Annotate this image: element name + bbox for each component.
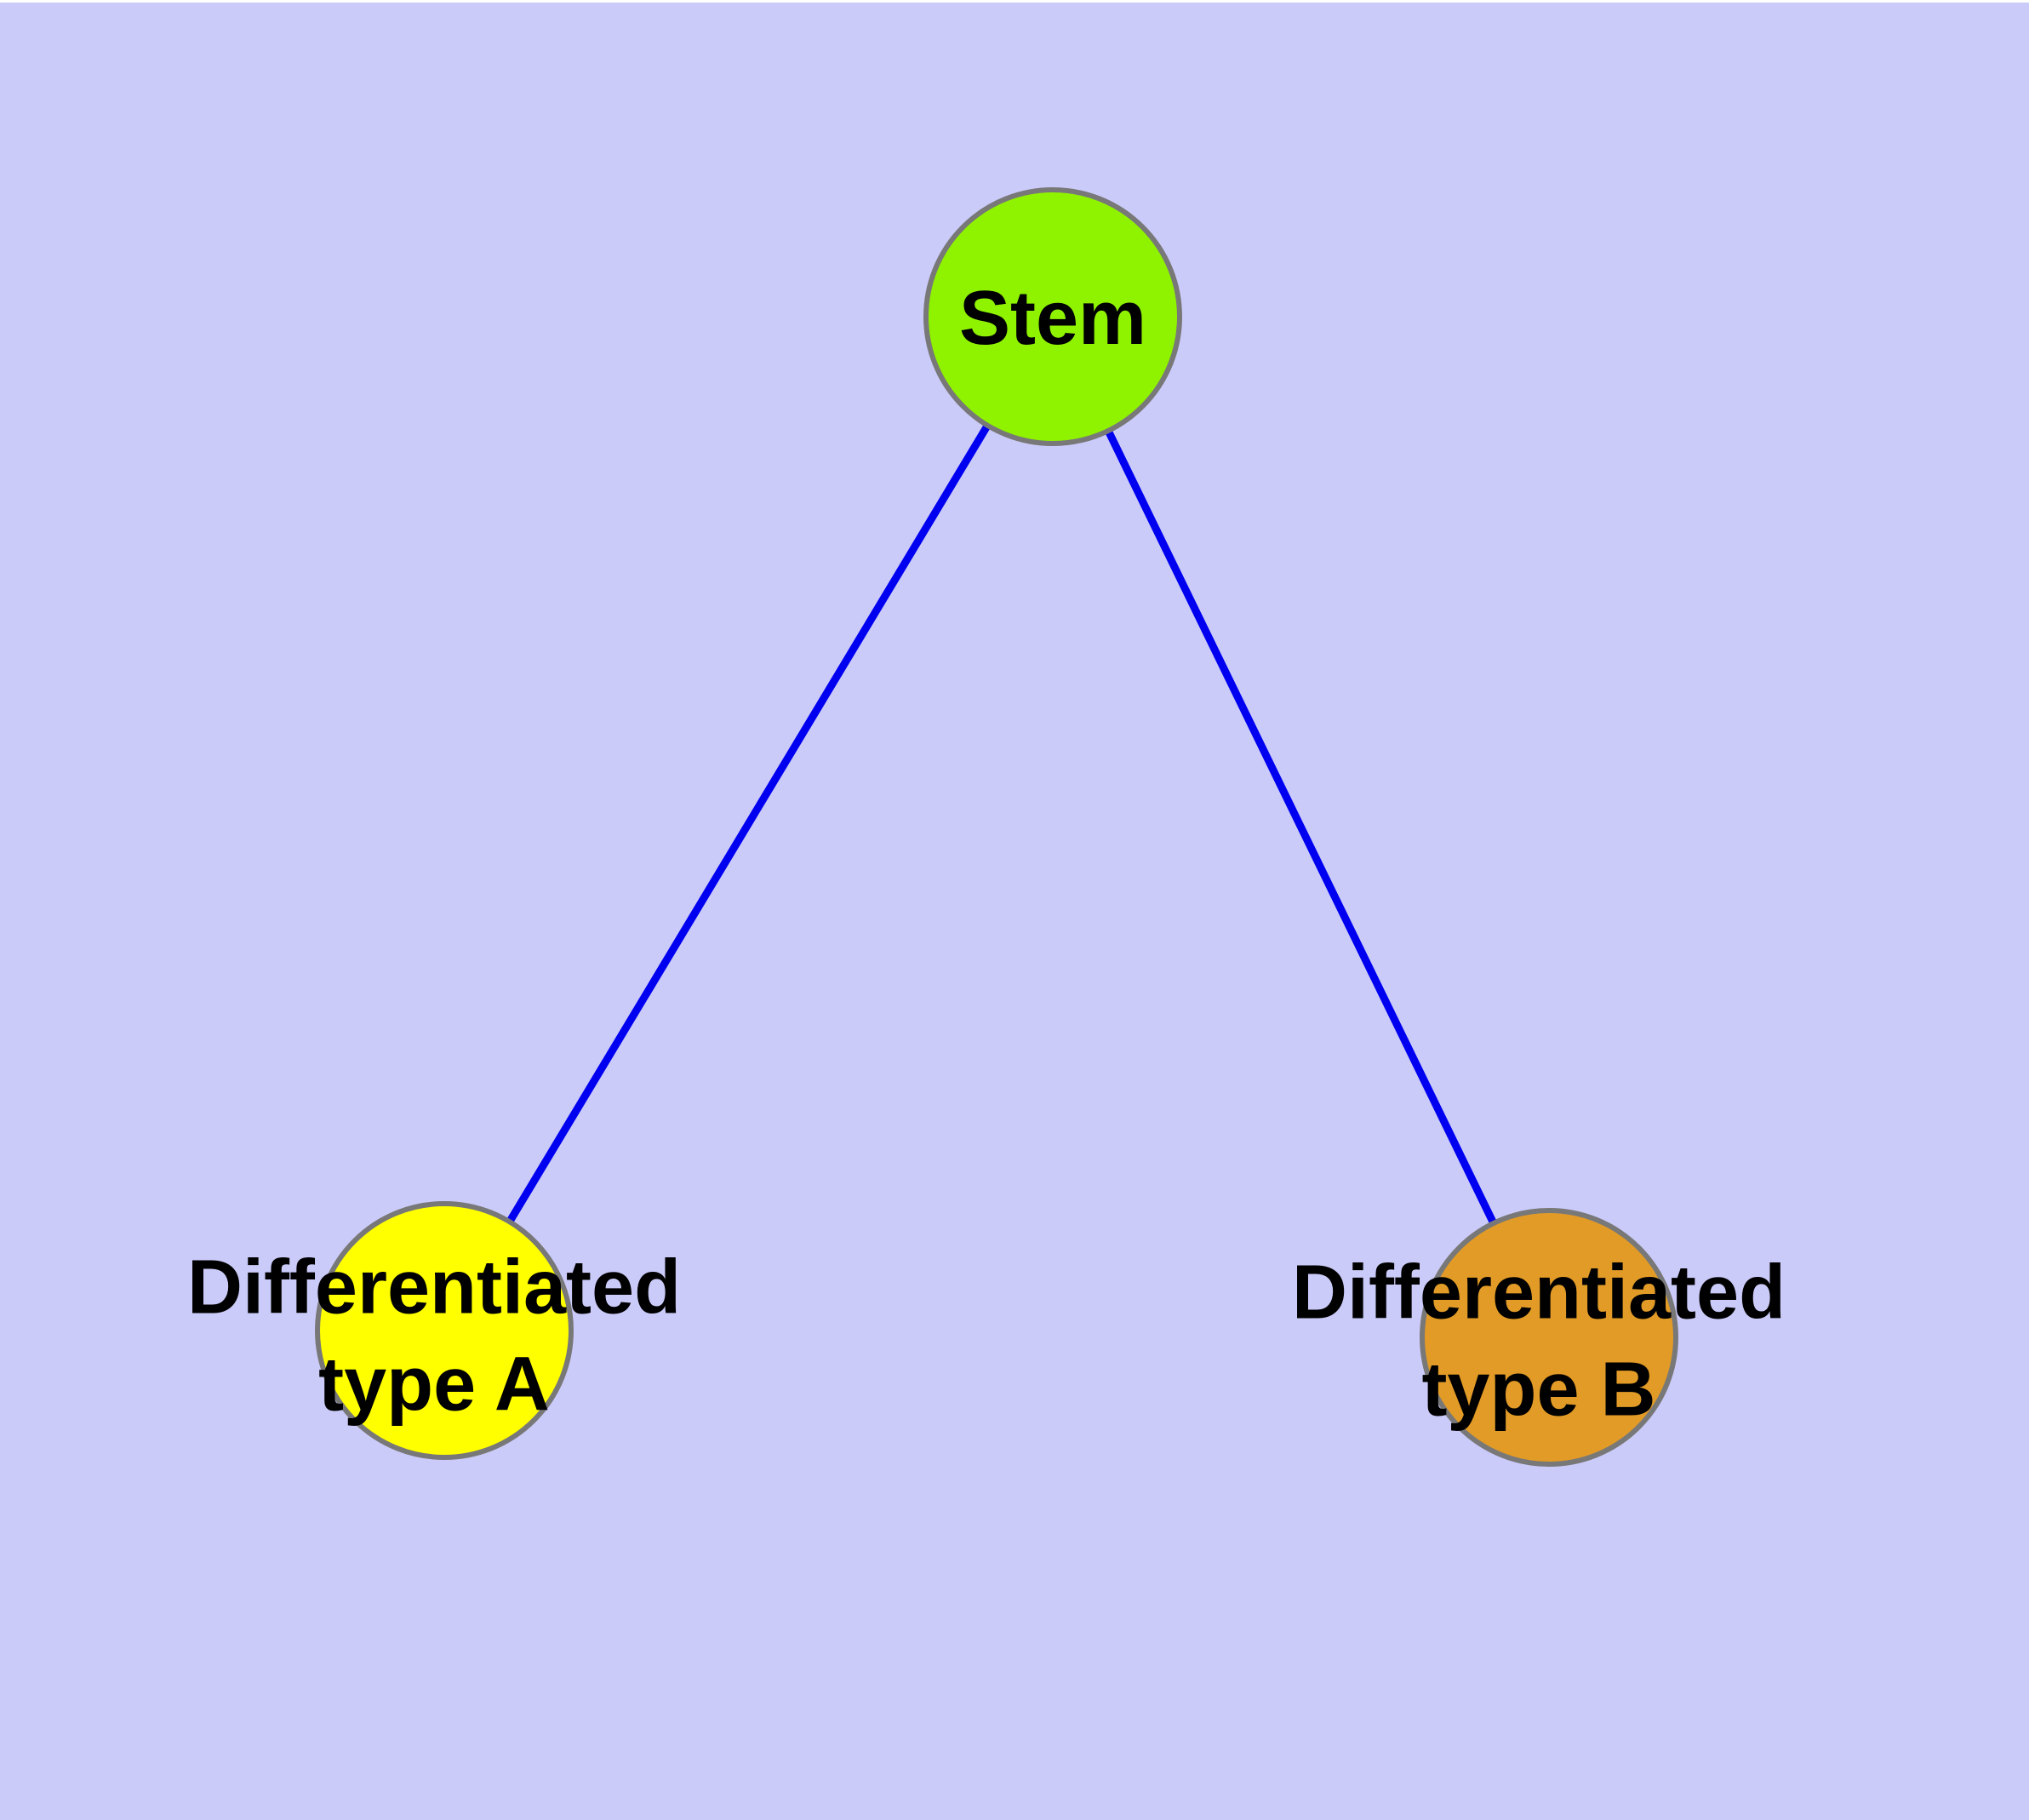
node-stem-circle bbox=[923, 187, 1182, 446]
node-type-a-circle bbox=[315, 1201, 574, 1460]
node-type-b-circle bbox=[1420, 1208, 1678, 1467]
edge-stem-to-type-a bbox=[441, 314, 1056, 1333]
edge-stem-to-type-b bbox=[1049, 315, 1553, 1339]
